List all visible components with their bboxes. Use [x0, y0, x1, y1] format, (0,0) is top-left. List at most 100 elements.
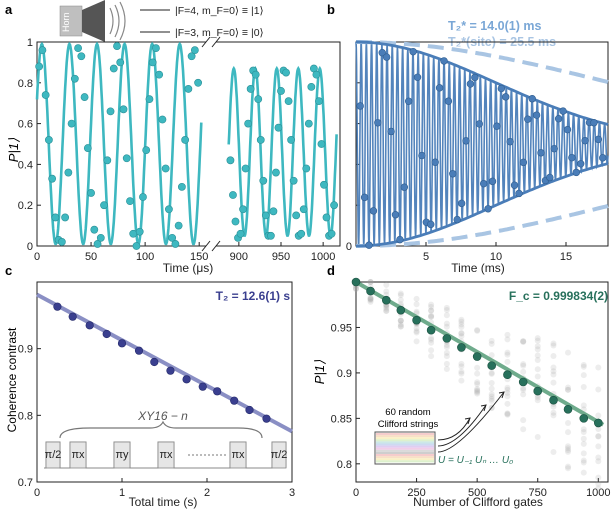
panel-a-point [236, 229, 245, 238]
panel-b-point [475, 120, 483, 128]
panel-b-point [391, 211, 400, 219]
panel-b-point [427, 220, 435, 229]
panel-a-point [126, 197, 134, 206]
panel-d-string-point [428, 307, 435, 314]
panel-c-ytick-label: 0.8 [18, 410, 33, 422]
panel-d-string-point [397, 323, 404, 330]
panel-d-string-point [367, 297, 374, 304]
panel-d-string-point [595, 454, 602, 461]
panel-b-plot: T₂* = 14.0(1) ms T₂*(site) = 25.5 ms Tim… [346, 19, 609, 275]
panel-a-point [80, 93, 89, 101]
panel-d-string-point [397, 323, 404, 330]
panel-c-point [182, 375, 191, 384]
panel-d-string-point [580, 361, 587, 368]
panel-d-inset-string [376, 456, 434, 459]
panel-b-point [479, 179, 488, 188]
panel-a-point [142, 146, 151, 155]
panel-a-point [77, 52, 86, 61]
panel-a-break-mark [201, 240, 211, 252]
panel-d-string-point [565, 386, 572, 393]
panel-b-point [444, 97, 453, 105]
panel-c-frame [36, 281, 293, 483]
panel-d-string-point [488, 393, 495, 400]
panel-a-point [103, 156, 112, 165]
panel-d-string-point [504, 351, 511, 358]
panel-b-xtick-label: 15 [560, 251, 572, 263]
panel-b-point [440, 57, 448, 65]
panel-d-string-point [383, 281, 390, 288]
panel-c-pulse-label: π/2 [271, 449, 288, 461]
panel-a-point [35, 62, 44, 71]
panel-d-string-point [428, 353, 435, 360]
panel-a-point [129, 229, 138, 238]
panel-c-point [230, 396, 239, 405]
panel-b-point [568, 153, 576, 162]
panel-b-frame [355, 41, 609, 247]
panel-d-string-point [504, 389, 511, 396]
panel-a-point [327, 229, 336, 238]
panel-d-string-point [474, 327, 481, 334]
panel-a-point [239, 205, 247, 214]
panel-d-annotation: F_c = 0.999834(2) [509, 289, 608, 303]
panel-d-string-point [458, 321, 465, 328]
panel-d-string-point [565, 447, 572, 454]
panel-c-point [166, 366, 175, 375]
panel-d-string-point [534, 433, 541, 440]
panel-b-point [400, 183, 408, 191]
panel-d-string-point [550, 368, 557, 375]
panel-a-point [148, 58, 157, 67]
panel-d-string-point [443, 360, 450, 367]
panel-c-ytick-label: 0.7 [18, 477, 33, 489]
panel-a-point [254, 95, 263, 104]
panel-c-point [262, 414, 271, 423]
panel-d-string-point [383, 307, 390, 314]
panel-d-string-point [534, 343, 541, 350]
panel-b-point [409, 47, 417, 56]
panel-d-string-point [488, 397, 495, 404]
panel-b-point [484, 205, 492, 213]
panel-d-point [579, 414, 589, 423]
panel-d-ytick-label: 0.8 [337, 459, 352, 471]
panel-a-point [307, 82, 316, 91]
panel-b-point [374, 119, 382, 127]
panel-d-string-point [565, 429, 572, 436]
panel-d-string-point [520, 338, 527, 345]
panel-b-xtick-label: 10 [490, 251, 502, 263]
panel-a-point [320, 180, 328, 189]
panel-a-break-mark [211, 240, 221, 252]
panel-c-point [53, 302, 62, 311]
panel-c-sequence-label: XY16 − n [137, 409, 188, 423]
panel-d-string-point [397, 321, 404, 328]
panel-a-xtick-label: 150 [190, 251, 208, 263]
panel-d-point [594, 418, 603, 428]
panel-d-string-point [550, 371, 557, 378]
panel-a-break-mark [211, 36, 221, 48]
panel-c-point [213, 387, 222, 396]
horn-label: Horn [61, 12, 71, 32]
panel-a-point [317, 140, 326, 148]
panel-c-ytick-label: 0.9 [18, 344, 33, 356]
panel-a-point [87, 189, 95, 197]
panel-d-string-point [474, 385, 481, 392]
panel-c-point [134, 346, 144, 355]
panel-d-string-point [550, 352, 557, 359]
panel-a-point [155, 70, 164, 79]
panel-a-point [190, 46, 199, 55]
panel-d-string-point [367, 279, 374, 285]
panel-d-string-point [428, 307, 435, 314]
panel-a-fit-left [35, 41, 203, 246]
panel-c-pulse-label: π/2 [45, 449, 62, 461]
panel-d-point [563, 404, 573, 414]
panel-d-string-point [565, 448, 572, 455]
panel-b-point [396, 235, 404, 244]
panel-d-inset-string [376, 454, 434, 457]
panel-b-point [510, 181, 519, 189]
panel-d-inset-string [376, 441, 434, 444]
panel-d-string-point [565, 465, 572, 472]
panel-d-string-point [565, 419, 572, 426]
panel-d-string-point [595, 433, 602, 440]
panel-d-string-point [458, 360, 465, 367]
panel-a-point [168, 233, 177, 242]
panel-d-string-point [474, 326, 481, 333]
panel-d-string-point [580, 459, 587, 466]
